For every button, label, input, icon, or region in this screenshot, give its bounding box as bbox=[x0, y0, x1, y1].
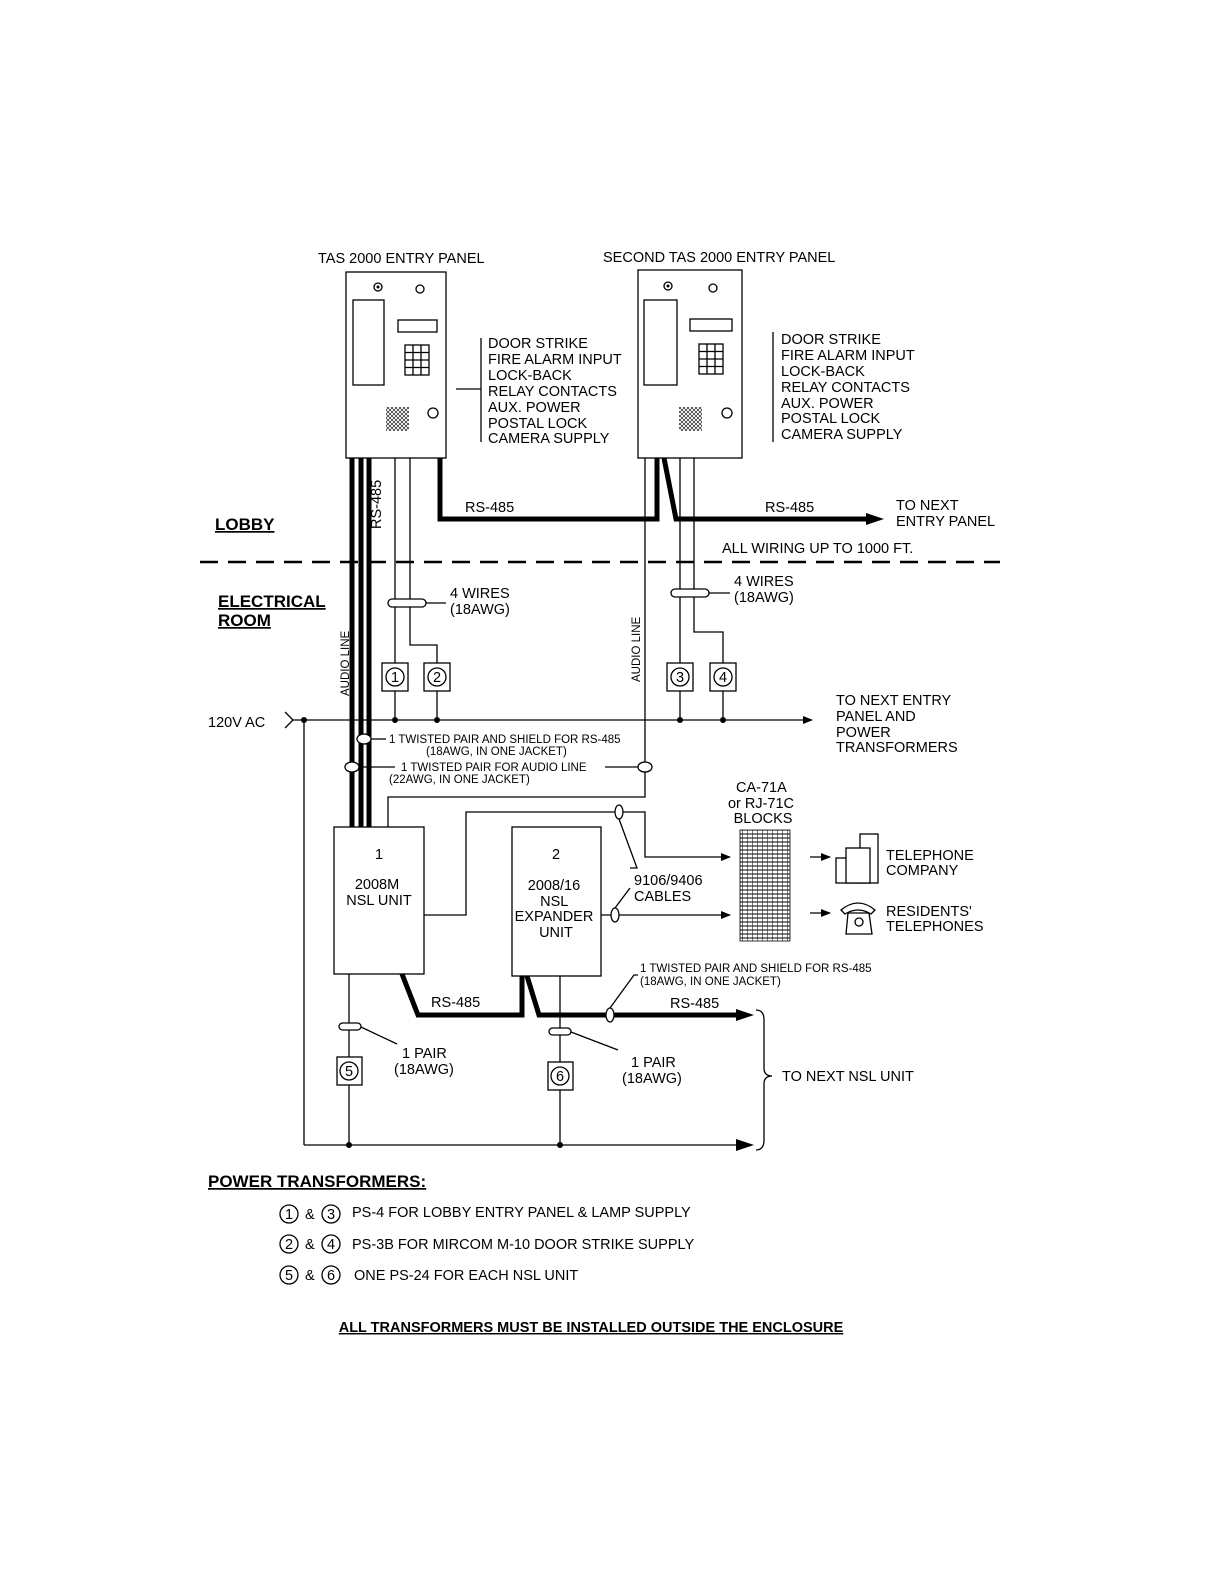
svg-text:5: 5 bbox=[345, 1064, 353, 1080]
twisted-pair-audio-callout: 1 TWISTED PAIR FOR AUDIO LINE (22AWG, IN… bbox=[344, 761, 653, 786]
nsl-2-power-pair: 6 1 PAIR (18AWG) bbox=[547, 976, 682, 1145]
svg-text:6: 6 bbox=[327, 1268, 335, 1284]
svg-text:4: 4 bbox=[719, 670, 727, 686]
ac-input-label: 120V AC bbox=[208, 715, 265, 731]
electrical-label-line2: ROOM bbox=[218, 611, 271, 630]
panel-2-feature-list: DOOR STRIKE FIRE ALARM INPUT LOCK-BACK R… bbox=[781, 332, 919, 443]
rs485-vertical-label: RS-485 bbox=[369, 480, 385, 529]
entry-panel-1: TAS 2000 ENTRY PANEL DOOR STRIKE FIRE AL… bbox=[318, 251, 626, 459]
speaker-grille-1 bbox=[386, 407, 409, 431]
svg-text:ONE PS-24 FOR EACH NSL UNIT: ONE PS-24 FOR EACH NSL UNIT bbox=[354, 1268, 578, 1284]
rs485-top-label-1: RS-485 bbox=[465, 500, 514, 516]
legend-row-2: 2 & 4 PS-3B FOR MIRCOM M-10 DOOR STRIKE … bbox=[279, 1234, 694, 1254]
to-next-nsl-label: TO NEXT NSL UNIT bbox=[782, 1069, 914, 1085]
cable-to-telephone-company bbox=[424, 811, 731, 916]
transformer-marker-4: 4 bbox=[709, 662, 737, 720]
keypad-2 bbox=[698, 343, 724, 375]
four-wires-panel-2: 4 WIRES (18AWG) bbox=[670, 458, 798, 663]
svg-text:3: 3 bbox=[676, 670, 684, 686]
legend-footer-note: ALL TRANSFORMERS MUST BE INSTALLED OUTSI… bbox=[339, 1320, 844, 1336]
expander-unit-number: 2 bbox=[552, 847, 560, 863]
transformer-marker-1: 1 bbox=[381, 662, 409, 720]
rs485-to-next-panel bbox=[661, 457, 868, 522]
svg-text:4: 4 bbox=[327, 1237, 335, 1253]
audio-line-2 bbox=[387, 458, 646, 827]
svg-text:2008/16 NSL EXPAND: 2008/16 NSL EXPANDER UNIT bbox=[515, 878, 598, 941]
connection-blocks bbox=[739, 829, 791, 942]
entry-panel-2-title: SECOND TAS 2000 ENTRY PANEL bbox=[603, 250, 835, 266]
svg-text:&: & bbox=[305, 1237, 315, 1253]
rs485-lower-label-1: RS-485 bbox=[431, 995, 480, 1011]
svg-text:1 PAIR (18AWG): 1 PAIR (18AWG) bbox=[622, 1055, 682, 1087]
rs485-to-next-nsl bbox=[524, 975, 738, 1018]
next-nsl-brace bbox=[755, 1009, 773, 1151]
audio-line-2-label: AUDIO LINE bbox=[631, 616, 643, 682]
legend-row-1: 1 & 3 PS-4 FOR LOBBY ENTRY PANEL & LAMP … bbox=[279, 1204, 691, 1224]
audio-line-1-label: AUDIO LINE bbox=[340, 630, 352, 696]
ac-input-chevron bbox=[284, 711, 294, 729]
rs485-top-label-2: RS-485 bbox=[765, 500, 814, 516]
electrical-label-line1: ELECTRICAL bbox=[218, 592, 326, 611]
nsl-unit-number: 1 bbox=[375, 847, 383, 863]
entry-panel-2: SECOND TAS 2000 ENTRY PANEL DOOR STRIKE … bbox=[603, 250, 919, 459]
to-next-entry-panel-label: TO NEXT ENTRY PANEL bbox=[896, 498, 995, 530]
svg-text:1 PAIR (18AWG): 1 PAIR (18AWG) bbox=[394, 1046, 454, 1078]
to-next-entry-power-label: TO NEXT ENTRY PANEL AND POWER TRANSFORME… bbox=[836, 693, 958, 756]
twisted-pair-rs485-callout: 1 TWISTED PAIR AND SHIELD FOR RS-485 (18… bbox=[356, 733, 624, 758]
speaker-grille-2 bbox=[679, 407, 702, 431]
svg-text:2: 2 bbox=[285, 1237, 293, 1253]
svg-text:&: & bbox=[305, 1268, 315, 1284]
transformer-marker-3: 3 bbox=[666, 662, 694, 720]
telephone-company-icon bbox=[835, 833, 879, 884]
svg-text:1 TWISTED PAIR FOR AUDIO LINE: 1 TWISTED PAIR FOR AUDIO LINE (22AWG, IN… bbox=[389, 762, 590, 786]
nsl-expander-unit: 2 2008/16 NSL EXPANDER UNIT bbox=[511, 826, 602, 977]
four-wires-1-label: 4 WIRES (18AWG) bbox=[450, 586, 514, 618]
rs485-panel-link bbox=[437, 458, 660, 522]
svg-text:&: & bbox=[305, 1207, 315, 1223]
svg-text:5: 5 bbox=[285, 1268, 293, 1284]
keypad-1 bbox=[404, 344, 430, 376]
svg-text:PS-4 FOR LOBBY ENTRY PANEL & L: PS-4 FOR LOBBY ENTRY PANEL & LAMP SUPPLY bbox=[352, 1205, 691, 1221]
svg-text:3: 3 bbox=[327, 1207, 335, 1223]
wiring-distance-note: ALL WIRING UP TO 1000 FT. bbox=[722, 541, 913, 557]
nsl-unit-2008m: 1 2008M NSL UNIT bbox=[333, 826, 425, 975]
svg-text:1: 1 bbox=[391, 670, 399, 686]
rs485-lower-label-2: RS-485 bbox=[670, 996, 719, 1012]
blocks-label: CA-71A or RJ-71C BLOCKS bbox=[728, 780, 798, 827]
svg-text:2: 2 bbox=[433, 670, 441, 686]
lobby-label: LOBBY bbox=[215, 515, 275, 534]
four-wires-2-label: 4 WIRES (18AWG) bbox=[734, 574, 798, 606]
panel-1-feature-list: DOOR STRIKE FIRE ALARM INPUT LOCK-BACK R… bbox=[488, 336, 626, 447]
svg-text:1: 1 bbox=[285, 1207, 293, 1223]
entry-panel-1-title: TAS 2000 ENTRY PANEL bbox=[318, 251, 485, 267]
power-transformers-legend: POWER TRANSFORMERS: 1 & 3 PS-4 FOR LOBBY… bbox=[208, 1172, 844, 1336]
cables-label: 9106/9406 CABLES bbox=[634, 873, 707, 905]
legend-row-3: 5 & 6 ONE PS-24 FOR EACH NSL UNIT bbox=[279, 1265, 578, 1285]
four-wires-panel-1: 4 WIRES (18AWG) bbox=[387, 458, 514, 663]
svg-text:2008M NSL UNIT: 2008M NSL UNIT bbox=[346, 877, 412, 909]
nsl-1-power-pair: 5 1 PAIR (18AWG) bbox=[336, 974, 454, 1145]
telephone-company-label: TELEPHONE COMPANY bbox=[886, 848, 978, 879]
twisted-pair-rs485-lower-label: 1 TWISTED PAIR AND SHIELD FOR RS-485 (18… bbox=[640, 963, 875, 988]
svg-text:PS-3B FOR MIRCOM M-10 DOOR STR: PS-3B FOR MIRCOM M-10 DOOR STRIKE SUPPLY bbox=[352, 1237, 694, 1253]
svg-text:1 TWISTED PAIR AND SHIELD FOR: 1 TWISTED PAIR AND SHIELD FOR RS-485 (18… bbox=[389, 734, 624, 758]
legend-title: POWER TRANSFORMERS: bbox=[208, 1172, 426, 1191]
residents-telephones-label: RESIDENTS' TELEPHONES bbox=[886, 904, 984, 935]
svg-text:6: 6 bbox=[556, 1069, 564, 1085]
rs485-nsl-link bbox=[399, 973, 525, 1018]
telephone-handset-icon bbox=[840, 902, 876, 935]
transformer-marker-2: 2 bbox=[423, 662, 451, 720]
